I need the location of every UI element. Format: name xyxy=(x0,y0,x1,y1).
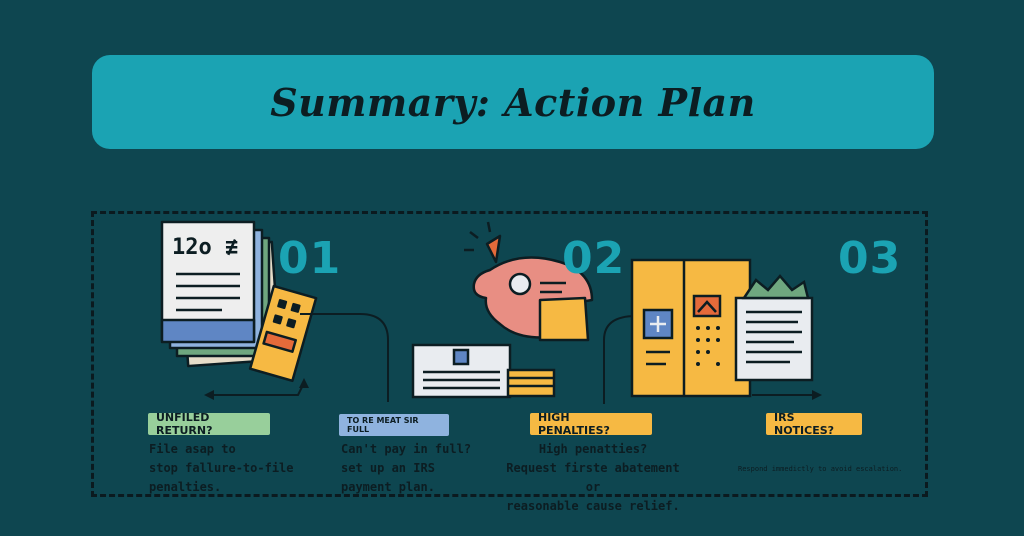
cabinet-icon xyxy=(630,258,752,398)
step-3-description: High penatties? Request firste abatement… xyxy=(498,440,688,516)
step-1-line-2: stop fallure-to-file xyxy=(149,461,294,475)
left-arrow-1 xyxy=(212,382,305,396)
step-3-line-3: reasonable cause relief. xyxy=(506,499,680,513)
action-plan-frame xyxy=(91,211,928,497)
step-number-1: 01 xyxy=(278,233,342,284)
page-title: Summary: Action Plan xyxy=(270,79,756,125)
step-3-line-1: High penatties? xyxy=(538,442,648,456)
title-banner: Summary: Action Plan xyxy=(92,55,934,149)
document-stack-icon xyxy=(160,220,318,383)
step-2-description: Can't pay in full? set up an IRS payment… xyxy=(341,440,471,497)
left-arrowhead-1 xyxy=(204,390,214,400)
step-number-2: 02 xyxy=(562,233,626,284)
step-3-line-2: Request firste abatement or xyxy=(506,461,680,494)
step-1-line-1: File asap to xyxy=(149,442,236,456)
step-2-line-3: payment plan. xyxy=(341,480,435,494)
tag-irs-notices: IRS NOTICES? xyxy=(766,411,862,437)
step-1-description: File asap to stop fallure-to-file penalt… xyxy=(149,440,294,497)
step-1-line-3: penalties. xyxy=(149,480,222,494)
notice-letter-icon xyxy=(734,274,814,382)
step-4-line-1: Respond immedictly to avoid escalation. xyxy=(738,465,903,473)
step-2-line-1: Can't pay in full? xyxy=(341,442,472,456)
connector-1 xyxy=(300,313,389,402)
cabinet-dots xyxy=(696,326,720,366)
face-profile-icon xyxy=(464,221,594,342)
right-arrowhead-3 xyxy=(812,390,822,400)
connector-2 xyxy=(603,315,637,404)
tag-payment-plan: TO RE MEAT SIR FULL xyxy=(339,414,449,436)
tag-unfiled-return: UNFILED RETURN? xyxy=(148,411,270,437)
step-number-3: 03 xyxy=(838,233,902,284)
step-4-description: Respond immedictly to avoid escalation. xyxy=(738,464,918,474)
step-2-line-2: set up an IRS xyxy=(341,461,435,475)
newspaper-icon xyxy=(411,343,556,399)
tag-high-penalties: HIGH PENALTIES? xyxy=(530,411,652,437)
document-icon-text: 12o ≢ xyxy=(172,235,238,260)
